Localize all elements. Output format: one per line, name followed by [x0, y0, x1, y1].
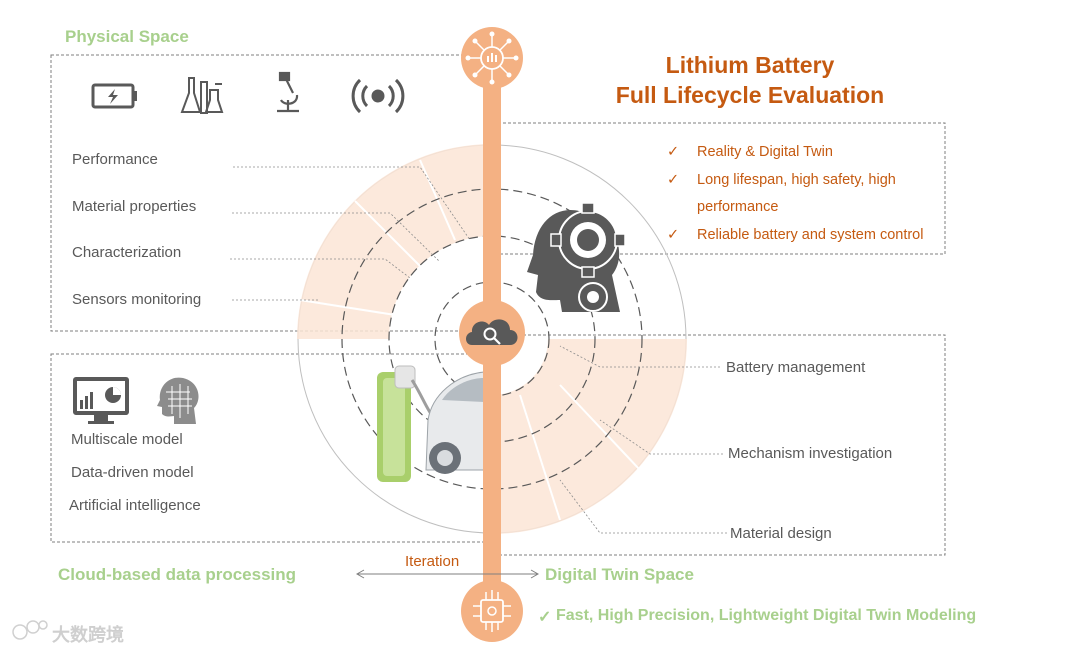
benefit-long-lifespan-cont: performance: [697, 199, 779, 215]
iteration-arrow: [355, 569, 540, 579]
physical-item-material-properties: Material properties: [72, 198, 197, 215]
microscope-icon: [277, 71, 299, 113]
ai-head-icon: [157, 377, 199, 424]
application-battery-management: Battery management: [726, 359, 866, 376]
benefit-check: ✓: [667, 144, 680, 160]
data-network-node: [461, 27, 523, 89]
physical-item-sensors-monitoring: Sensors monitoring: [72, 291, 202, 308]
signal-broadcast-icon: [351, 78, 405, 114]
benefit-reliable-control: Reliable battery and system control: [697, 227, 924, 243]
headline-line2: Full Lifecycle Evaluation: [615, 82, 885, 108]
application-mechanism-investigation: Mechanism investigation: [728, 445, 893, 462]
benefit-check: ✓: [667, 227, 680, 243]
ev-charging-illustration: [377, 365, 485, 482]
application-band: [492, 339, 687, 534]
applications-box: [497, 334, 946, 556]
iteration-label: Iteration: [405, 553, 460, 570]
model-multiscale: Multiscale model: [71, 431, 183, 448]
chip-node: [461, 580, 523, 642]
cloud-processing-label: Cloud-based data processing: [58, 565, 297, 584]
lab-flasks-icon: [180, 77, 224, 114]
watermark-text: 大数跨境: [52, 625, 124, 645]
headline-line1: Lithium Battery: [665, 52, 835, 78]
band-separators: [299, 144, 641, 521]
battery-icon: [91, 83, 137, 109]
application-material-design: Material design: [730, 525, 832, 542]
digital-twin-modeling-label: Fast, High Precision, Lightweight Digita…: [556, 607, 977, 624]
physical-item-characterization: Characterization: [72, 244, 182, 261]
cloud-search-node: [459, 300, 525, 366]
benefit-long-lifespan: Long lifespan, high safety, high: [697, 172, 896, 188]
benefit-check: ✓: [667, 172, 680, 188]
physical-space-title: Physical Space: [65, 27, 189, 46]
digital-twin-modeling-check: ✓: [538, 609, 552, 626]
benefit-reality-digital-twin: Reality & Digital Twin: [697, 144, 833, 160]
model-data-driven: Data-driven model: [71, 464, 194, 481]
watermark-logo-icon: [12, 620, 48, 640]
model-artificial-intelligence: Artificial intelligence: [69, 497, 201, 514]
physical-item-performance: Performance: [72, 151, 158, 168]
ai-head-gears-icon: [527, 202, 626, 312]
digital-twin-space-label: Digital Twin Space: [545, 565, 694, 584]
analytics-monitor-icon: [73, 377, 129, 424]
leader-lines: [230, 166, 727, 534]
